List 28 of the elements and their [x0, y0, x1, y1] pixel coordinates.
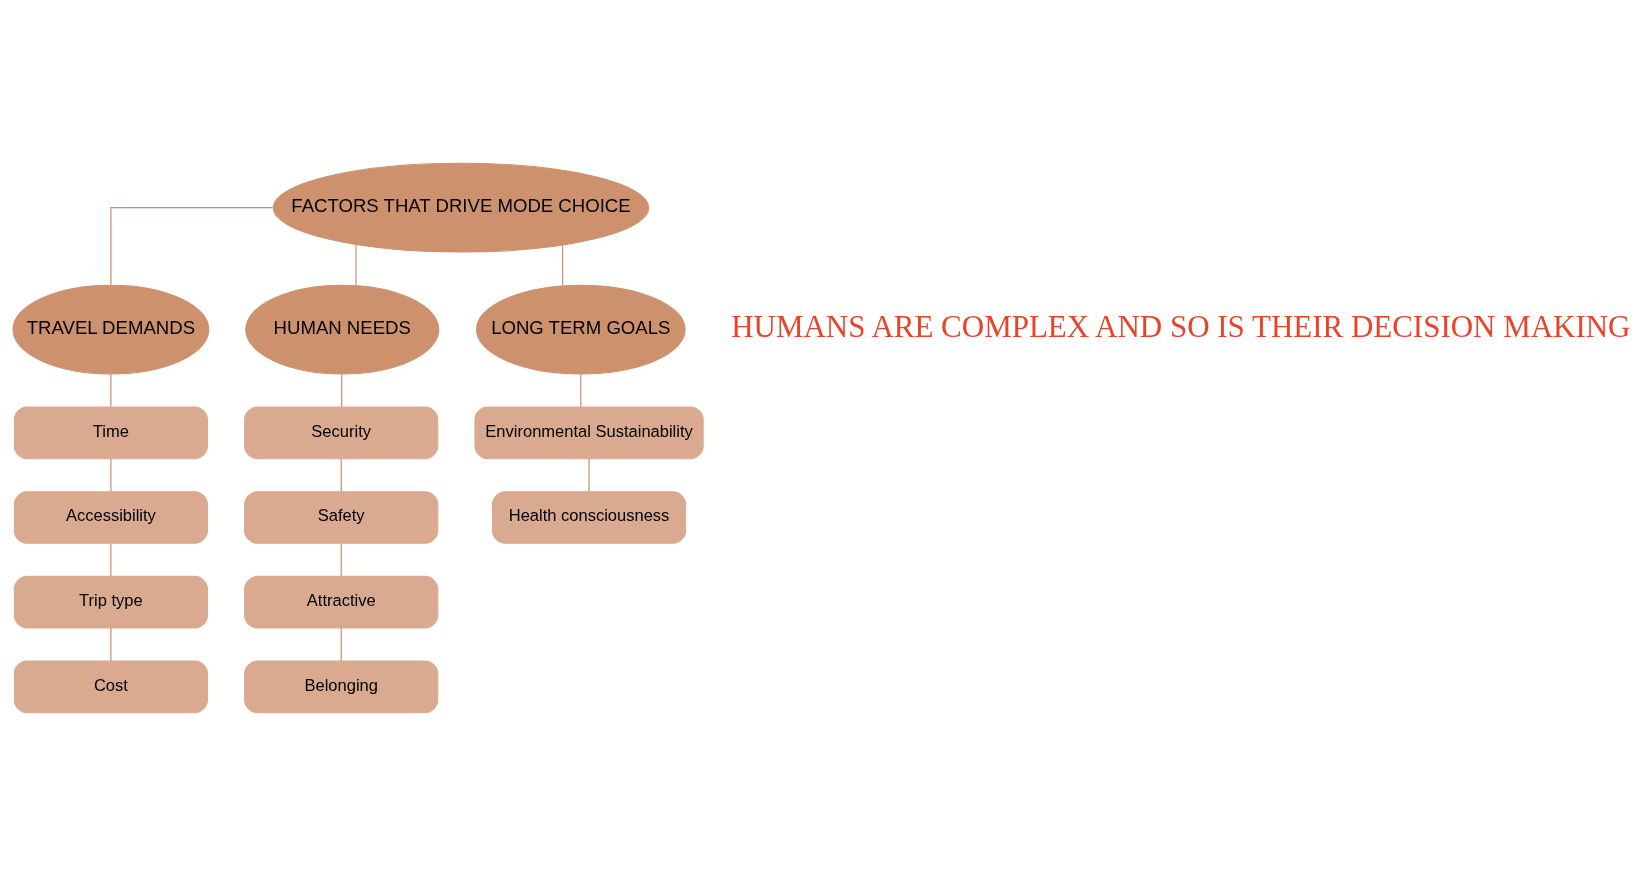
node-box: Security	[243, 406, 438, 460]
node-box: Cost	[13, 660, 208, 714]
node-box: Belonging	[243, 660, 438, 714]
connector	[561, 244, 563, 287]
node-ellipse: TRAVEL DEMANDS	[11, 284, 209, 375]
connector	[109, 207, 273, 286]
connector	[354, 243, 357, 287]
connector	[109, 542, 111, 577]
node-box: Health consciousness	[491, 491, 686, 544]
connector	[340, 373, 342, 408]
node-ellipse: LONG TERM GOALS	[475, 284, 686, 375]
connector	[109, 627, 111, 662]
connector	[340, 627, 342, 662]
label: HUMANS ARE COMPLEX AND SO IS THEIR DECISION MAKING	[730, 309, 1630, 345]
node-box: Accessibility	[13, 491, 208, 544]
node-ellipse: FACTORS THAT DRIVE MODE CHOICE	[272, 162, 649, 253]
connector	[340, 542, 342, 577]
node-box: Environmental Sustainability	[473, 406, 704, 460]
node-box: Trip type	[13, 575, 208, 629]
connector	[109, 458, 111, 493]
node-box: Attractive	[243, 575, 438, 629]
connector	[109, 373, 111, 408]
node-ellipse: HUMAN NEEDS	[244, 284, 439, 375]
connector	[340, 458, 342, 493]
connector	[579, 373, 581, 408]
connector	[587, 458, 590, 493]
node-box: Safety	[243, 491, 438, 544]
node-box: Time	[13, 406, 208, 460]
